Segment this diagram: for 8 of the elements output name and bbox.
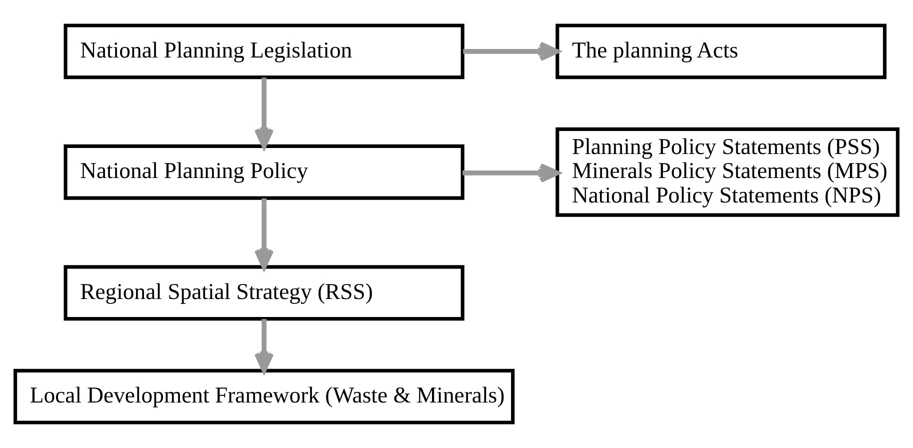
node-box: Local Development Framework (Waste & Minerals)	[14, 368, 515, 424]
node-box: National Planning Policy	[64, 144, 464, 200]
arrow	[254, 198, 274, 270]
node-box: The planning Acts	[556, 24, 887, 80]
node-box: Regional Spatial Strategy (RSS)	[64, 265, 464, 321]
arrow	[462, 163, 560, 183]
node-box: Planning Policy Statements (PSS) Minerals Policy Statements (MPS) National Policy Statements (NPS)	[556, 127, 900, 217]
node-box: National Planning Legislation	[64, 24, 464, 80]
